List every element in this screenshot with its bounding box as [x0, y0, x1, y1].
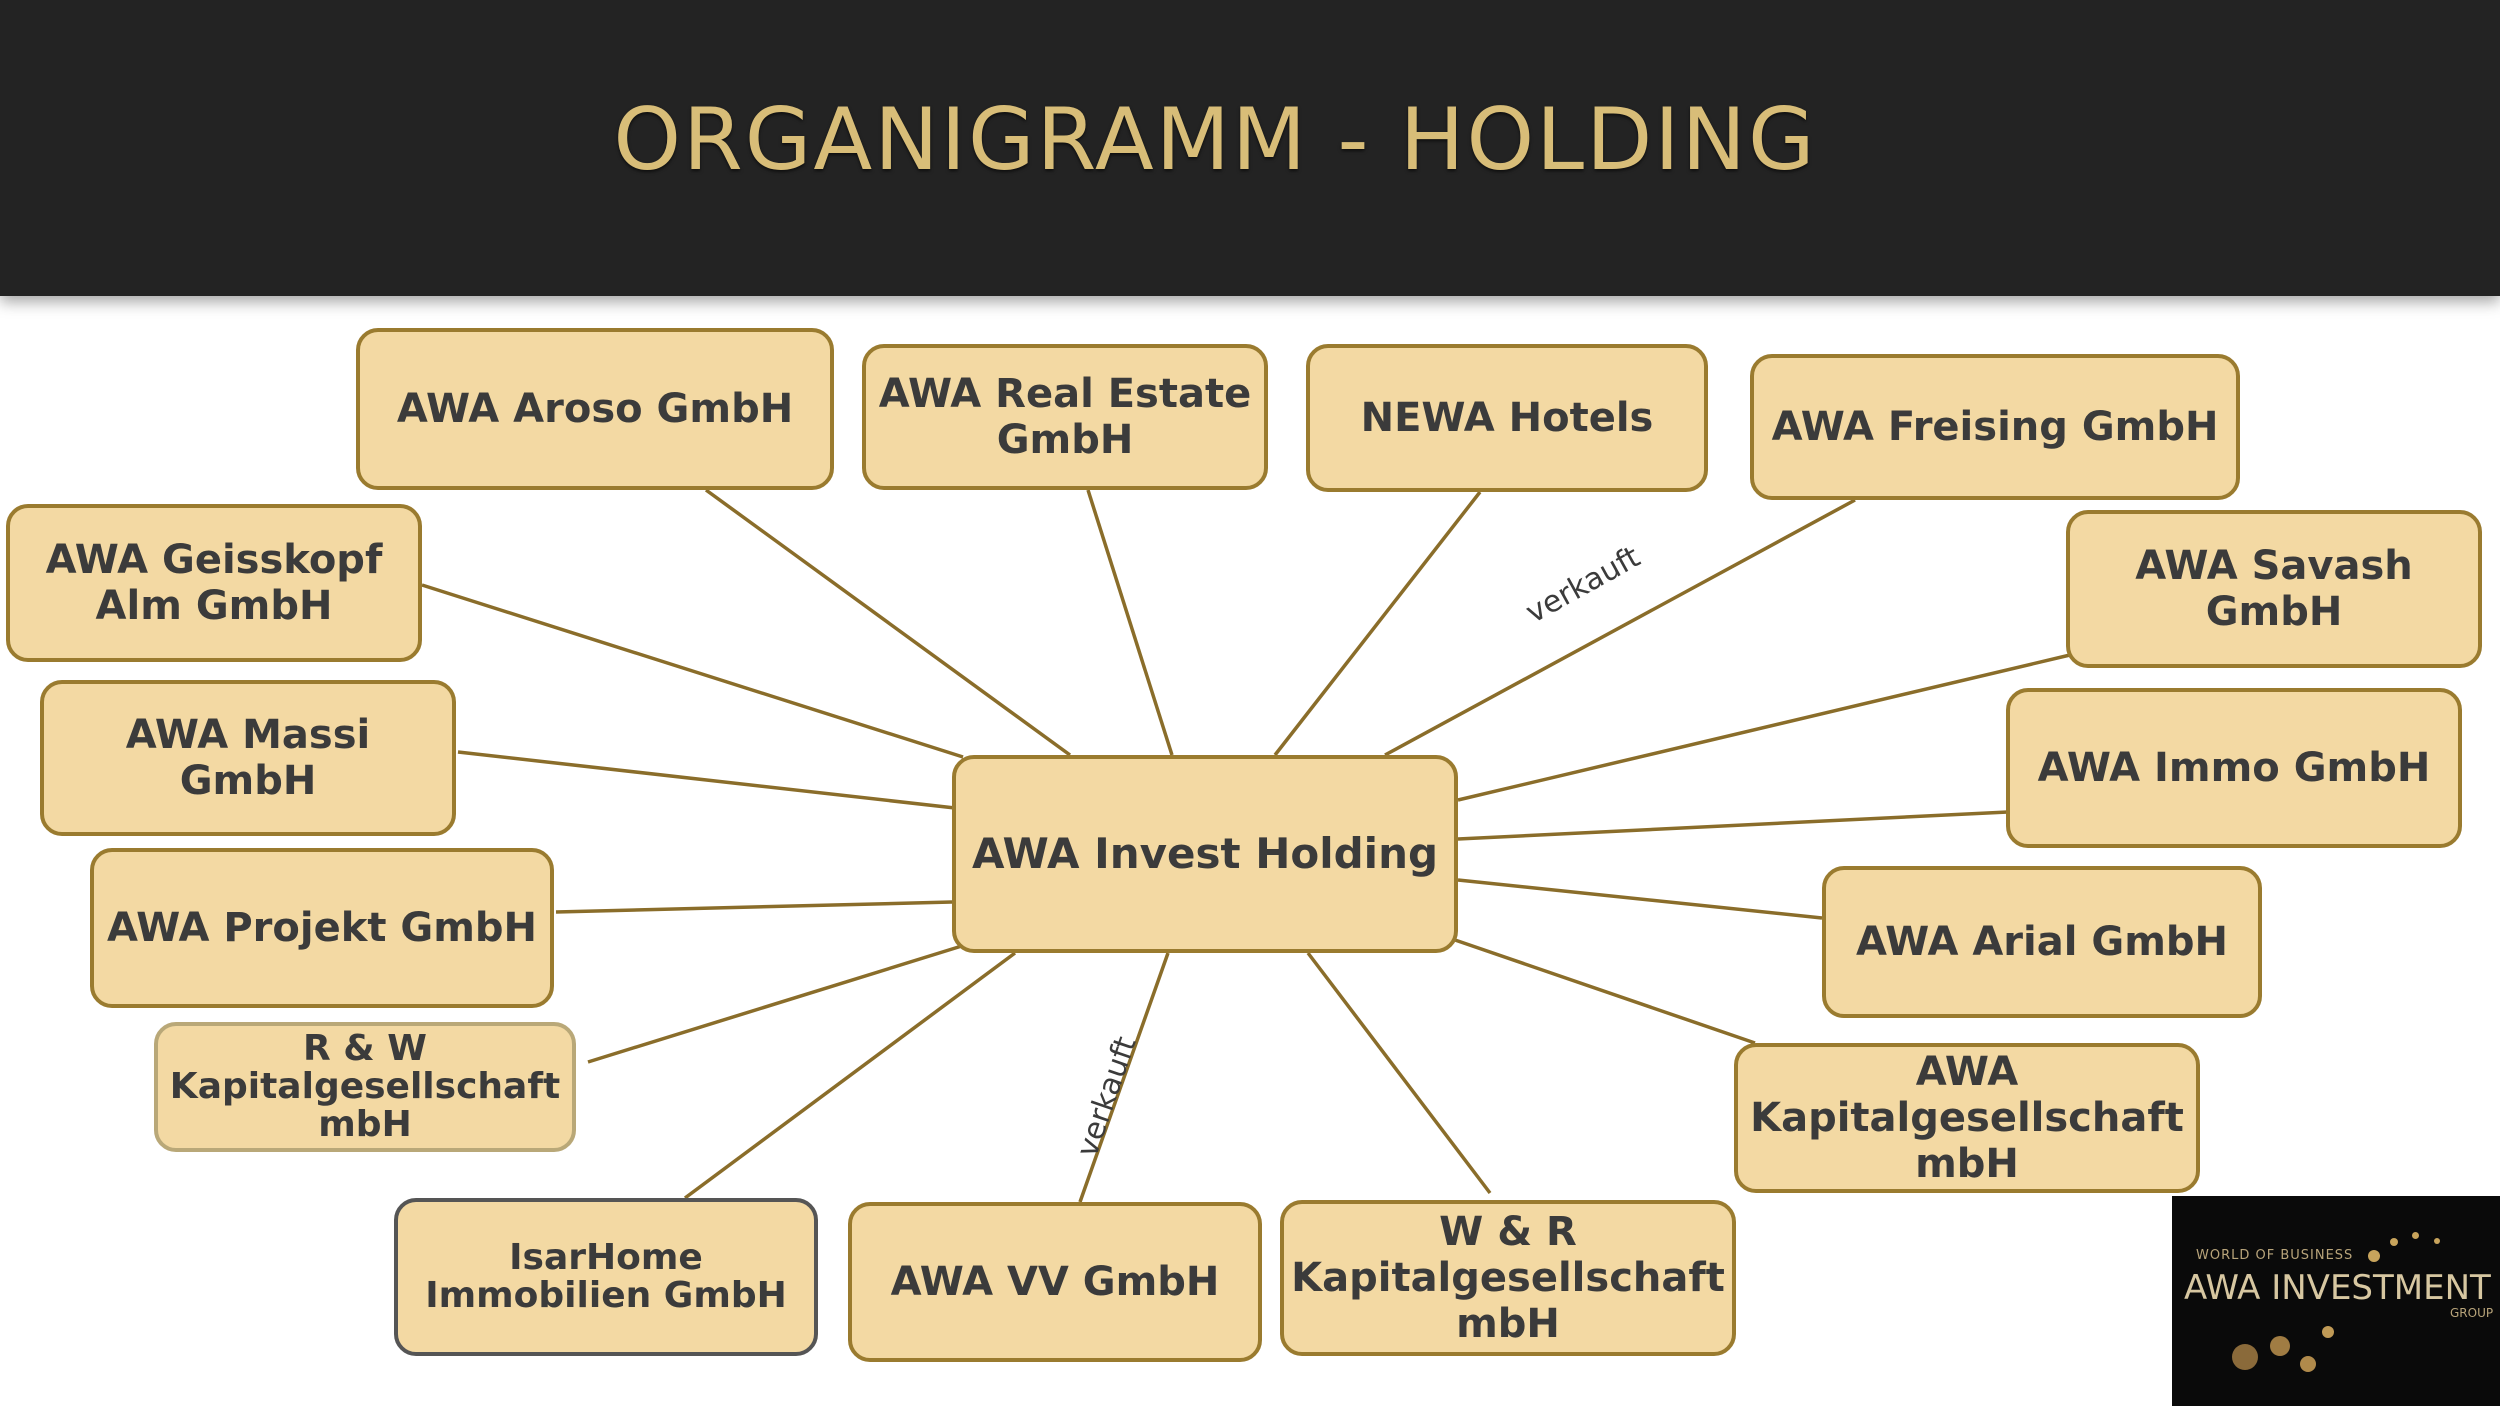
node-rw-kapitalgesellschaft[interactable]: R & W Kapitalgesellschaft mbH	[154, 1022, 576, 1152]
connector-isarhome	[683, 951, 1017, 1200]
node-awa-invest-holding[interactable]: AWA Invest Holding	[952, 755, 1458, 953]
connector-massi	[457, 750, 956, 810]
connector-immo	[1457, 810, 2009, 841]
connector-real-estate	[1086, 489, 1174, 756]
logo-dot	[2322, 1326, 2334, 1338]
node-awa-kapitalgesellschaft[interactable]: AWA Kapitalgesellschaft mbH	[1734, 1043, 2200, 1193]
node-awa-freising[interactable]: AWA Freising GmbH	[1750, 354, 2240, 500]
logo-dot	[2434, 1238, 2440, 1244]
node-awa-massi[interactable]: AWA Massi GmbH	[40, 680, 456, 836]
awa-investment-logo: WORLD OF BUSINESS AWA INVESTMENT GROUP	[2172, 1196, 2500, 1406]
node-awa-savash[interactable]: AWA Savash GmbH	[2066, 510, 2482, 668]
connector-geisskopf	[421, 583, 964, 759]
connector-freising	[1384, 498, 1856, 757]
connector-wr	[1306, 951, 1492, 1195]
logo-group-label: GROUP	[2450, 1306, 2494, 1320]
connector-rw	[587, 943, 966, 1064]
connector-vv	[1078, 952, 1170, 1203]
node-awa-geisskopf[interactable]: AWA Geisskopf Alm GmbH	[6, 504, 422, 662]
connector-aroso	[704, 488, 1072, 757]
logo-dot	[2300, 1356, 2316, 1372]
connector-savash	[1457, 653, 2071, 802]
node-isarhome-immobilien[interactable]: IsarHome Immobilien GmbH	[394, 1198, 818, 1356]
logo-dot	[2390, 1238, 2398, 1246]
node-awa-vv[interactable]: AWA VV GmbH	[848, 1202, 1262, 1362]
connector-awa-kap	[1454, 938, 1756, 1045]
node-awa-aroso[interactable]: AWA Aroso GmbH	[356, 328, 834, 490]
logo-wordmark: AWA INVESTMENT	[2184, 1268, 2491, 1308]
connector-arial	[1457, 878, 1823, 920]
logo-tagline: WORLD OF BUSINESS	[2196, 1248, 2354, 1263]
connector-newa	[1273, 490, 1482, 757]
logo-dot	[2232, 1344, 2258, 1370]
logo-dot	[2270, 1336, 2290, 1356]
node-awa-immo[interactable]: AWA Immo GmbH	[2006, 688, 2462, 848]
node-awa-real-estate[interactable]: AWA Real Estate GmbH	[862, 344, 1268, 490]
logo-dot	[2368, 1250, 2380, 1262]
logo-dot	[2412, 1232, 2419, 1239]
node-wr-kapitalgesellschaft[interactable]: W & R Kapitalgesellschaft mbH	[1280, 1200, 1736, 1356]
node-awa-arial[interactable]: AWA Arial GmbH	[1822, 866, 2262, 1018]
node-awa-projekt[interactable]: AWA Projekt GmbH	[90, 848, 554, 1008]
node-newa-hotels[interactable]: NEWA Hotels	[1306, 344, 1708, 492]
header-bar	[0, 0, 2500, 296]
page-title: ORGANIGRAMM - HOLDING	[613, 90, 1817, 190]
connector-projekt	[555, 900, 953, 914]
